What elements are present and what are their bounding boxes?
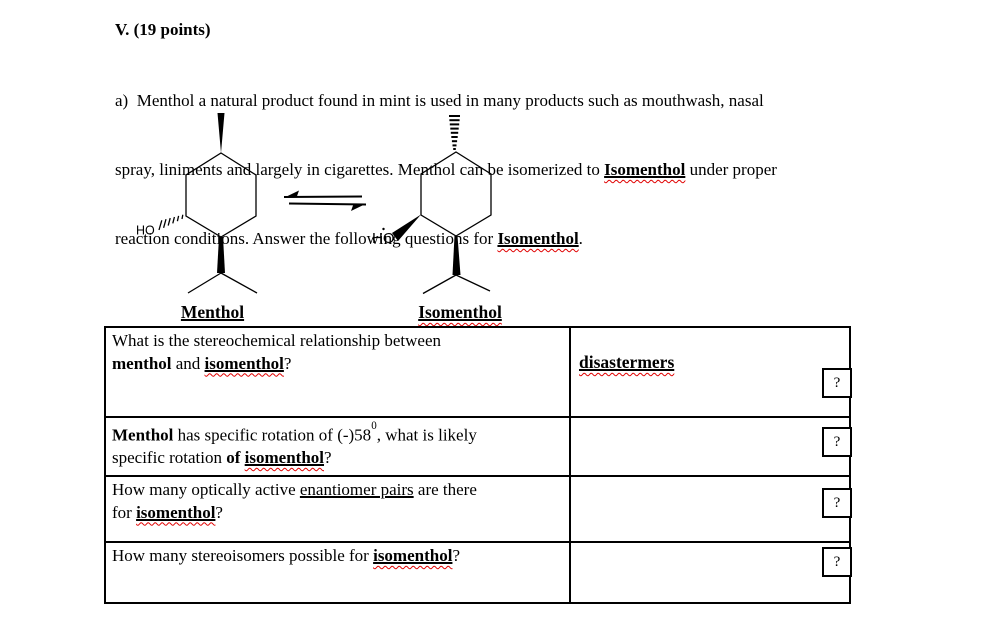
superscript-zero: 0	[371, 420, 377, 433]
stray-dot	[382, 227, 385, 231]
answer-box-4[interactable]: ?	[822, 547, 852, 577]
hydroxyl-wedge-bond	[392, 214, 421, 241]
answer-cell[interactable]	[569, 416, 851, 477]
isopropyl-right-bond	[220, 272, 258, 294]
isomenthol-term: Isomenthol	[604, 160, 686, 179]
question-cell: What is the stereochemical relationship …	[104, 326, 571, 418]
isomenthol-structure: HO	[372, 115, 492, 295]
isomerization-scheme: HO	[136, 113, 492, 295]
answer-box-1[interactable]: ?	[822, 368, 852, 398]
question-mark: ?	[833, 553, 841, 570]
isomenthol-label: Isomenthol	[418, 302, 502, 322]
isomenthol-term: isomenthol	[373, 546, 453, 565]
intro-line-1: a) Menthol a natural product found in mi…	[115, 91, 764, 110]
equilibrium-arrow	[283, 190, 367, 211]
answer-cell[interactable]: disastermers	[569, 326, 851, 418]
question-mark: ?	[833, 494, 841, 511]
answer-text: disastermers	[579, 352, 675, 372]
question-cell: Menthol has specific rotation of (-)580,…	[104, 416, 571, 477]
methyl-wedge-bond	[217, 113, 225, 153]
question-cell: How many stereoisomers possible for isom…	[104, 541, 571, 604]
methyl-hashed-bond	[449, 115, 460, 150]
isomenthol-term: Isomenthol	[497, 229, 579, 248]
answer-cell[interactable]	[569, 475, 851, 543]
isopropyl-left-bond	[422, 274, 457, 295]
question-cell: How many optically active enantiomer pai…	[104, 475, 571, 543]
table-row: How many optically active enantiomer pai…	[104, 475, 851, 543]
question-mark: ?	[833, 433, 841, 450]
enantiomer-pairs-term: enantiomer pairs	[299, 480, 414, 499]
hydroxyl-label: HO	[136, 224, 155, 238]
cyclohexane-ring	[185, 152, 257, 238]
table-row: How many stereoisomers possible for isom…	[104, 541, 851, 604]
intro-paragraph: a) Menthol a natural product found in mi…	[115, 43, 915, 296]
hydroxyl-hashed-bond	[158, 214, 184, 231]
menthol-structure: HO	[136, 113, 258, 294]
isopropyl-left-bond	[187, 272, 222, 294]
answer-box-2[interactable]: ?	[822, 427, 852, 457]
hydroxyl-label: HO	[372, 230, 395, 247]
question-number-heading: V. (19 points)	[115, 20, 211, 39]
questions-table: What is the stereochemical relationship …	[104, 326, 851, 604]
isomenthol-term: isomenthol	[244, 448, 325, 468]
isomenthol-term: isomenthol	[136, 502, 216, 522]
cyclohexane-ring	[420, 151, 492, 237]
isopropyl-right-bond	[455, 274, 491, 292]
question-mark: ?	[833, 374, 841, 391]
intro-line-2: spray, liniments and largely in cigarett…	[115, 160, 777, 179]
isopropyl-wedge-bond	[452, 236, 461, 275]
table-row: What is the stereochemical relationship …	[104, 326, 851, 418]
isomenthol-term: isomenthol	[204, 353, 284, 373]
table-row: Menthol has specific rotation of (-)580,…	[104, 416, 851, 477]
isopropyl-wedge-bond	[217, 237, 225, 273]
answer-box-3[interactable]: ?	[822, 488, 852, 518]
answer-cell[interactable]	[569, 541, 851, 604]
menthol-label: Menthol	[180, 302, 245, 322]
